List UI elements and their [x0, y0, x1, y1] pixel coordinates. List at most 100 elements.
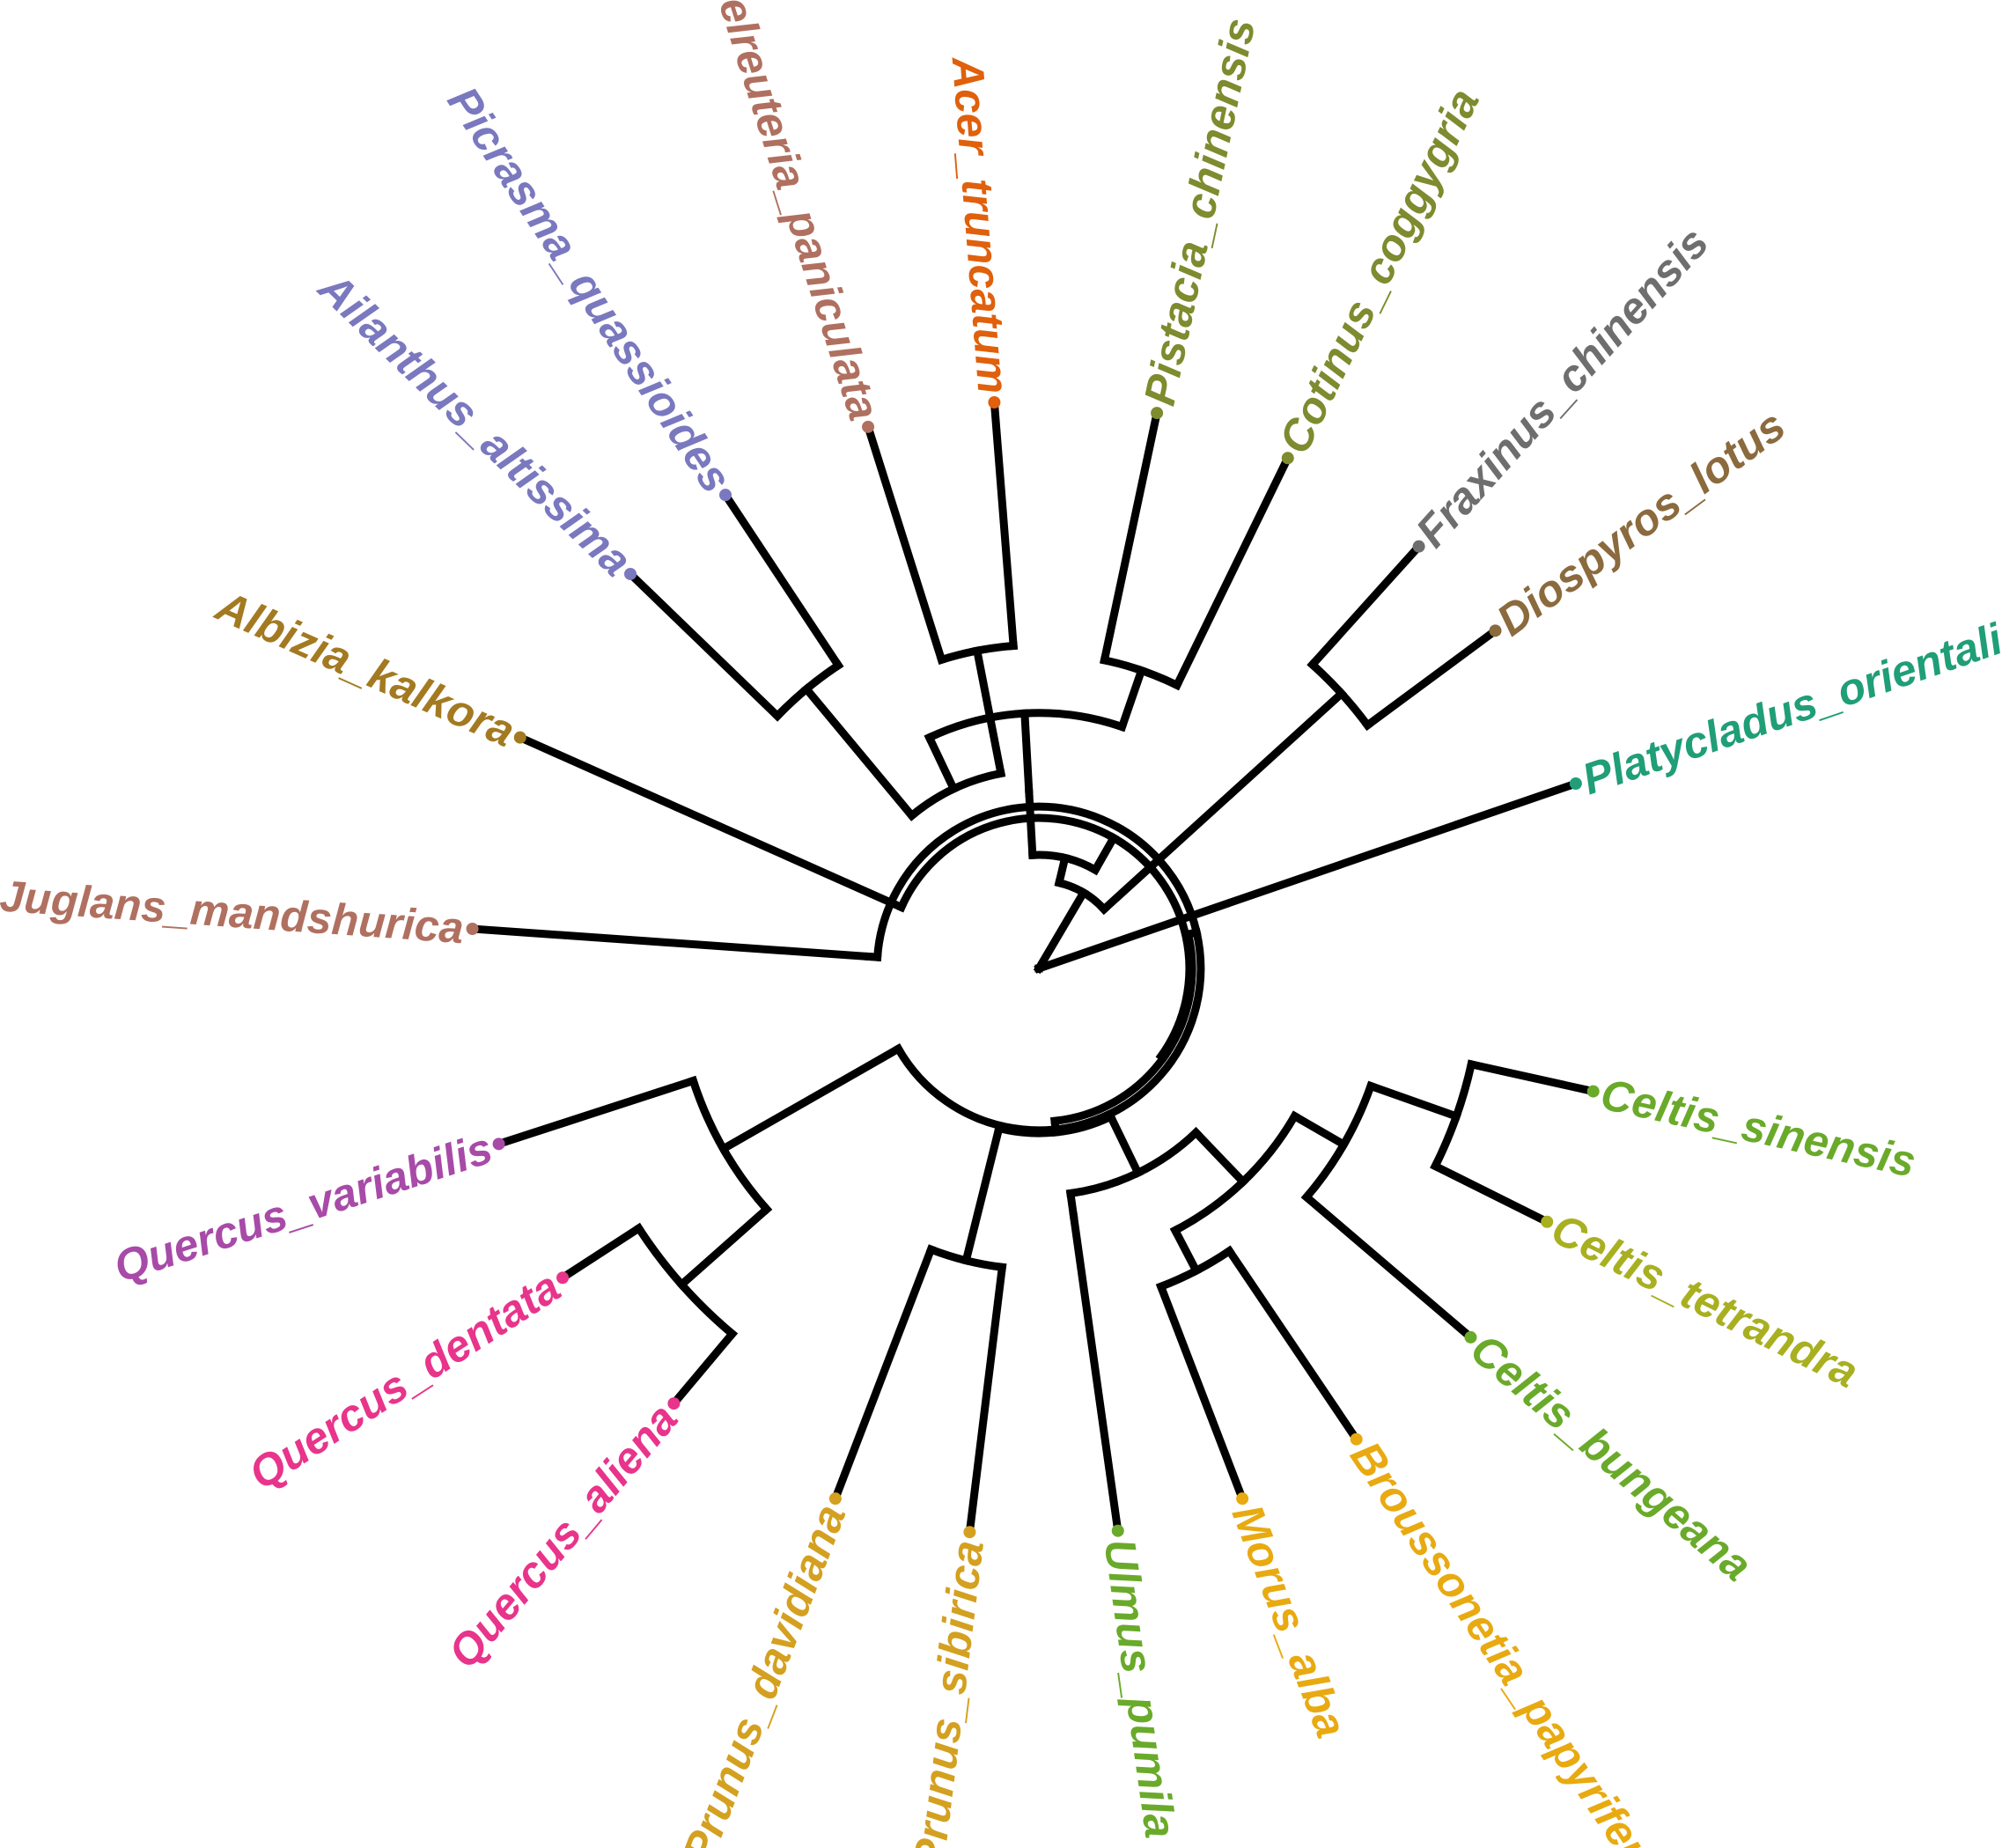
tip-dot-ulmus: [1111, 1524, 1124, 1537]
tip-label-pistacia: Pistacia_chinensis: [1135, 14, 1265, 409]
connector-n-sap-rest: [906, 769, 1006, 821]
tip-dot-quercus-variabilis: [492, 1138, 505, 1151]
branch-n-celtis-b: [1365, 1080, 1461, 1122]
branch-n-celtis: [1289, 1110, 1350, 1151]
tip-dot-cotinus: [1281, 452, 1294, 465]
branch-n-simaroubaceae: [800, 683, 917, 821]
connector-n-sapindales: [924, 709, 1128, 743]
tip-label-ulmus: Ulmus_pumila: [1094, 1536, 1185, 1841]
tip-dot-pistacia: [1151, 407, 1164, 420]
tree-branches: [467, 398, 1599, 1537]
tip-dot-koelreuteria: [862, 420, 875, 433]
branch-n-moraceae-cannabaceae: [1190, 1127, 1249, 1188]
connector-n-rosids: [1028, 850, 1101, 876]
connector-n-simaroubaceae: [771, 659, 844, 722]
branch-n-sapindales: [1020, 709, 1034, 798]
tip-label-albizia: Albizia_kalkora: [208, 580, 522, 756]
tip-dot-prunus-sibirica: [963, 1526, 976, 1539]
tip-label-quercus-aliena: Quercus_aliena: [438, 1395, 687, 1677]
branch-broussonetia: [1224, 1245, 1362, 1445]
tip-dot-celtis-bungeana: [1464, 1330, 1477, 1344]
branch-n-lamiids: [1098, 688, 1348, 916]
tip-label-acer: Acer_truncatum: [942, 54, 1018, 396]
tip-label-quercus-dentata: Quercus_dentata: [240, 1262, 569, 1498]
branch-celtis-bungeana: [1300, 1191, 1476, 1344]
connector-n-moraceae-cannabaceae: [1169, 1110, 1300, 1236]
tip-label-platycladus: Platycladus_orientalis: [1576, 606, 2002, 804]
branch-fraxinus: [1306, 541, 1424, 671]
branch-ulmus: [1069, 1211, 1122, 1535]
branch-acer: [990, 398, 1018, 651]
branch-n-malvids: [1025, 788, 1037, 859]
branch-quercus-aliena: [668, 1328, 739, 1410]
tip-label-morus: Morus_alba: [1223, 1498, 1357, 1743]
connector-n-sapindaceae: [936, 641, 1018, 666]
branch-prunus-sibirica: [965, 1263, 1007, 1537]
connector-n-quercus: [688, 1075, 773, 1215]
branch-n-fabids: [1089, 832, 1120, 876]
connector-n-lamiids: [1306, 659, 1373, 732]
tip-dot-juglans: [466, 923, 479, 936]
tip-dot-ailanthus: [624, 567, 637, 580]
tip-dot-picrasma: [719, 489, 732, 502]
branch-quercus-variabilis: [493, 1075, 699, 1149]
connector-n-celtis-b: [1430, 1059, 1476, 1172]
tip-dot-fraxinus: [1412, 540, 1425, 553]
branch-platycladus: [1034, 778, 1581, 974]
tip-dot-morus: [1236, 1492, 1249, 1506]
branch-diospyros: [1362, 625, 1501, 732]
tip-dot-quercus-aliena: [667, 1397, 681, 1410]
connector-n-fabids-rest: [1050, 929, 1196, 1126]
tip-label-juglans: Juglans_mandshurica: [0, 872, 466, 953]
tip-dot-acer: [988, 395, 1001, 409]
branch-n-moraceae: [1169, 1225, 1202, 1277]
connector-n-moraceae: [1155, 1245, 1235, 1292]
connector-angiosperms: [1054, 878, 1110, 916]
tip-label-celtis-sinensis: Celtis_sinensis: [1596, 1069, 1920, 1186]
branch-n-anacardiaceae: [1116, 665, 1147, 733]
branch-n-quercus: [718, 1043, 904, 1154]
branch-cotinus: [1171, 453, 1293, 691]
tip-label-celtis-tetrandra: Celtis_tetrandra: [1544, 1204, 1866, 1397]
connector-n-rosales: [994, 1111, 1116, 1138]
branch-celtis-sinensis: [1466, 1059, 1599, 1096]
branch-n-sapindaceae: [972, 645, 1006, 778]
branch-n-prunus: [961, 1123, 1005, 1266]
tip-label-prunus-sibirica: Prunus_sibirica: [904, 1538, 993, 1848]
tip-dot-celtis-tetrandra: [1541, 1215, 1554, 1228]
branch-n-rosids: [1054, 853, 1071, 888]
branch-quercus-dentata: [556, 1222, 644, 1284]
branch-n-urticalean: [1105, 1111, 1144, 1179]
tip-label-cotinus: Cotinus_coggygria: [1270, 81, 1489, 461]
connector-n-celtis: [1300, 1080, 1376, 1204]
tip-dot-broussonetia: [1350, 1432, 1363, 1446]
branch-celtis-tetrandra: [1430, 1160, 1553, 1227]
tip-label-prunus-davidiana: Prunus_davidiana: [673, 1498, 856, 1848]
branch-pistacia: [1100, 408, 1162, 666]
branch-prunus-davidiana: [830, 1244, 937, 1504]
tip-dot-platycladus: [1569, 777, 1582, 791]
connector-n-prunus: [925, 1244, 1007, 1272]
branch-n-sap-rest: [924, 732, 960, 795]
tip-label-celtis-bungeana: Celtis_bungeana: [1461, 1324, 1762, 1590]
branch-n-quercus-b: [675, 1204, 773, 1291]
branch-albizia: [514, 732, 907, 913]
tip-dot-albizia: [513, 731, 526, 744]
branch-koelreuteria: [863, 422, 947, 666]
branch-ailanthus: [624, 568, 784, 722]
branch-juglans: [467, 924, 873, 961]
connector-n-urticalean: [1065, 1127, 1202, 1198]
tip-label-quercus-variabilis: Quercus_variabilis: [108, 1123, 498, 1292]
tip-dot-celtis-sinensis: [1586, 1085, 1600, 1098]
tip-dot-prunus-davidiana: [828, 1492, 842, 1506]
connector-n-anacardiaceae: [1100, 655, 1182, 691]
branch-picrasma: [719, 489, 844, 672]
connector-n-quercus-b: [633, 1222, 739, 1340]
tip-label-koelreuteria: Koelreuteria_paniculata: [692, 0, 889, 426]
tip-dot-diospyros: [1489, 624, 1502, 637]
tip-dot-quercus-dentata: [556, 1271, 570, 1285]
branch-morus: [1155, 1281, 1248, 1504]
branch-angiosperms: [1033, 887, 1089, 975]
